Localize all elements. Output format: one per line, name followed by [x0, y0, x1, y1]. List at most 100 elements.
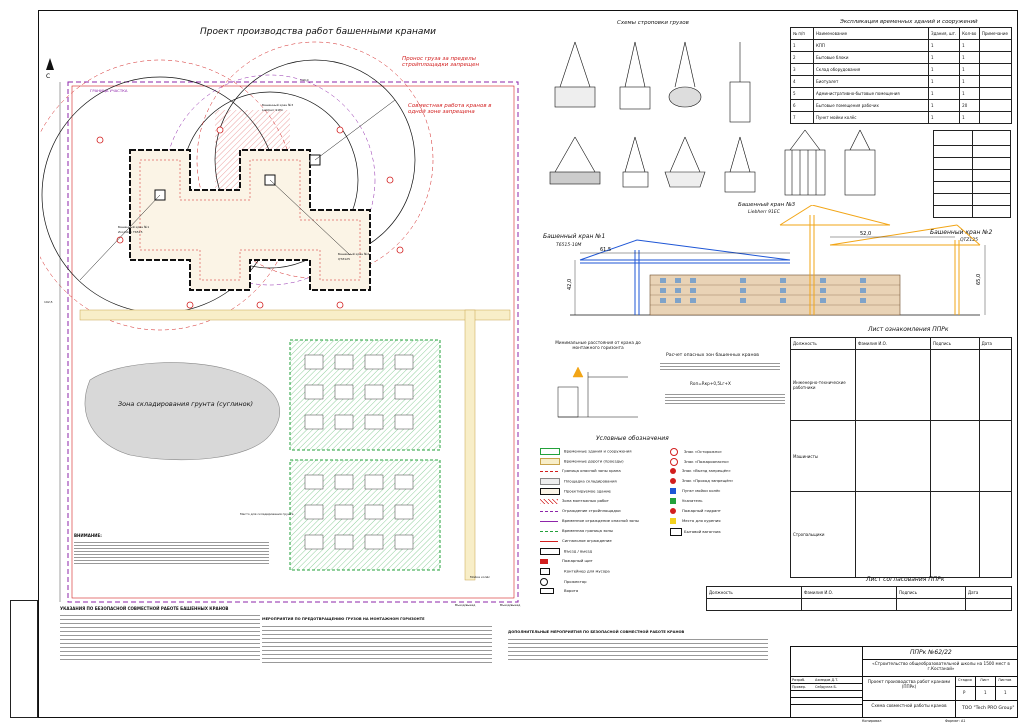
table-cell: 2 — [790, 51, 814, 64]
title-block — [790, 646, 1018, 718]
table-cell — [978, 51, 1013, 64]
table-cell: 1 — [927, 99, 961, 112]
legend-item: Временные дороги (проезды) — [540, 458, 624, 465]
load-table — [933, 130, 1011, 218]
crane3-elev-label: Башенный кран №3 — [738, 202, 796, 208]
dim-d1: 61,5 — [600, 247, 611, 253]
legend-item: Знак «Осторожно» — [670, 448, 722, 456]
approval-table: Должность Фамилия И.О. Подпись Дата — [706, 586, 1013, 611]
titleblock-developed: Разраб. — [792, 678, 806, 682]
table-header-cell: Наименование — [813, 27, 929, 40]
site-boundary — [67, 81, 519, 603]
entry2-label: Въезд/выезд — [500, 603, 521, 607]
joint-work-note: Совместная работа кранов в одной зоне за… — [408, 103, 492, 115]
entry-label: Въезд/выезд — [455, 603, 476, 607]
legend-label: Проектируемое здание — [564, 488, 611, 494]
titleblock-project: «Строительство общеобразовательной школы… — [872, 661, 1010, 671]
table-cell: Бытовые блоки — [813, 51, 929, 64]
table-header-cell: Подпись — [896, 586, 966, 599]
table-cell: 1 — [959, 39, 980, 52]
building-outline — [129, 149, 371, 291]
legend-label: Ворота — [564, 588, 579, 593]
legend-label: Площадка складирования — [564, 478, 617, 484]
table-header-cell: Фамилия И.О. — [855, 337, 931, 350]
titleblock-checked: Провер. — [792, 685, 807, 689]
general-notes-body — [74, 540, 269, 600]
table-cell — [978, 111, 1013, 124]
table-cell: 1 — [959, 51, 980, 64]
legend-label: Временные здания и сооружения — [564, 448, 632, 454]
table-cell — [978, 87, 1013, 100]
legend-item: Пункт мойки колёс — [670, 488, 720, 494]
danger-calc-values — [665, 392, 785, 416]
crane2-elev-label: Башенный кран №2 — [930, 229, 993, 236]
legend-label: Знак «Въезд запрещён» — [682, 468, 731, 473]
table-cell: 1 — [959, 87, 980, 100]
table-cell: 3 — [790, 63, 814, 76]
crane2-label: Башенный кран №2 — [338, 252, 370, 256]
plan-dimension: 192,5 — [44, 300, 53, 304]
legend-label: Знак «Проход запрещён» — [682, 478, 734, 483]
table-cell: 1 — [790, 39, 814, 52]
legend-item: Прожектор — [540, 578, 587, 586]
table-row — [706, 598, 1013, 611]
washing-label: Мойка колёс — [470, 575, 491, 579]
temp-road — [79, 309, 511, 321]
table-cell: Биотуалет — [813, 75, 929, 88]
min-distance-sketch — [557, 366, 638, 418]
add-measures-title: ДОПОЛНИТЕЛЬНЫЕ МЕРОПРИЯТИЯ ПО БЕЗОПАСНОЙ… — [508, 630, 685, 634]
legend-label: Временное ограждение опасной зоны — [562, 518, 639, 523]
table-cell — [978, 75, 1013, 88]
table-header-row: № п/п Наименование Здания, шт. Кол-во Пр… — [790, 27, 1013, 40]
table-cell: 5 — [790, 87, 814, 100]
legend-label: Пожарный щит — [562, 558, 593, 563]
safety-title: УКАЗАНИЯ ПО БЕЗОПАСНОЙ СОВМЕСТНОЙ РАБОТЕ… — [60, 606, 229, 611]
legend-item: Сигнальное ограждение — [540, 538, 612, 543]
table-row: Инженерно-технические работники — [790, 349, 1013, 421]
table-cell: КПП — [813, 39, 929, 52]
table-cell: Стропальщики — [790, 491, 856, 578]
legend-item: Временные здания и сооружения — [540, 448, 632, 455]
legend-label: Пункт мойки колёс — [682, 488, 721, 493]
legend-item: Бытовой вагончик — [670, 528, 721, 536]
table-cell: 7 — [790, 111, 814, 124]
titleblock-sheet-label: Лист — [980, 678, 990, 682]
legend-label: Бытовой вагончик — [684, 529, 721, 534]
legend-label: Ограждение стройплощадки — [562, 508, 621, 513]
titleblock-code: ППРк №62/22 — [910, 649, 952, 656]
legend-label: Знак «Осторожно» — [684, 449, 722, 454]
table-cell: Склад оборудования — [813, 63, 929, 76]
titleblock-sheets-value: 1 — [1004, 690, 1007, 695]
legend-label: Въезд / выезд — [564, 548, 593, 554]
column-slinging — [784, 129, 876, 196]
table-row: Машинисты — [790, 420, 1013, 492]
legend-label: Пожарный гидрант — [682, 508, 722, 513]
crane-elevation: 61,5 52,0 65,0 42,0 — [567, 205, 986, 316]
table-cell: 1 — [927, 39, 961, 52]
danger-calc-body — [660, 361, 780, 381]
fence — [71, 85, 515, 599]
legend: Временные здания и сооружения Временные … — [540, 448, 790, 613]
add-measures-body — [508, 636, 768, 686]
table-header-cell: Кол-во — [959, 27, 980, 40]
crane3-elevation — [779, 205, 891, 315]
table-cell — [978, 39, 1013, 52]
legend-item: Место для курения — [670, 518, 721, 524]
table-cell — [978, 63, 1013, 76]
titleblock-sheet-name: Схема совместной работы кранов — [871, 703, 947, 708]
table-header-cell: № п/п — [790, 27, 814, 40]
legend-item: Площадка складирования — [540, 478, 617, 485]
title-block-left — [790, 646, 862, 718]
crane3-label: Башенный кран №3 — [262, 103, 294, 107]
table-cell: 1 — [959, 75, 980, 88]
table-cell: Административно-бытовые помещения — [813, 87, 929, 100]
table-header-cell: Фамилия И.О. — [801, 586, 897, 599]
soil-zone-label: Зона складирования грунта (суглинок) — [118, 400, 254, 408]
crane1-model: Zoomlion T6515 — [118, 230, 143, 234]
building-inner — [139, 159, 361, 281]
